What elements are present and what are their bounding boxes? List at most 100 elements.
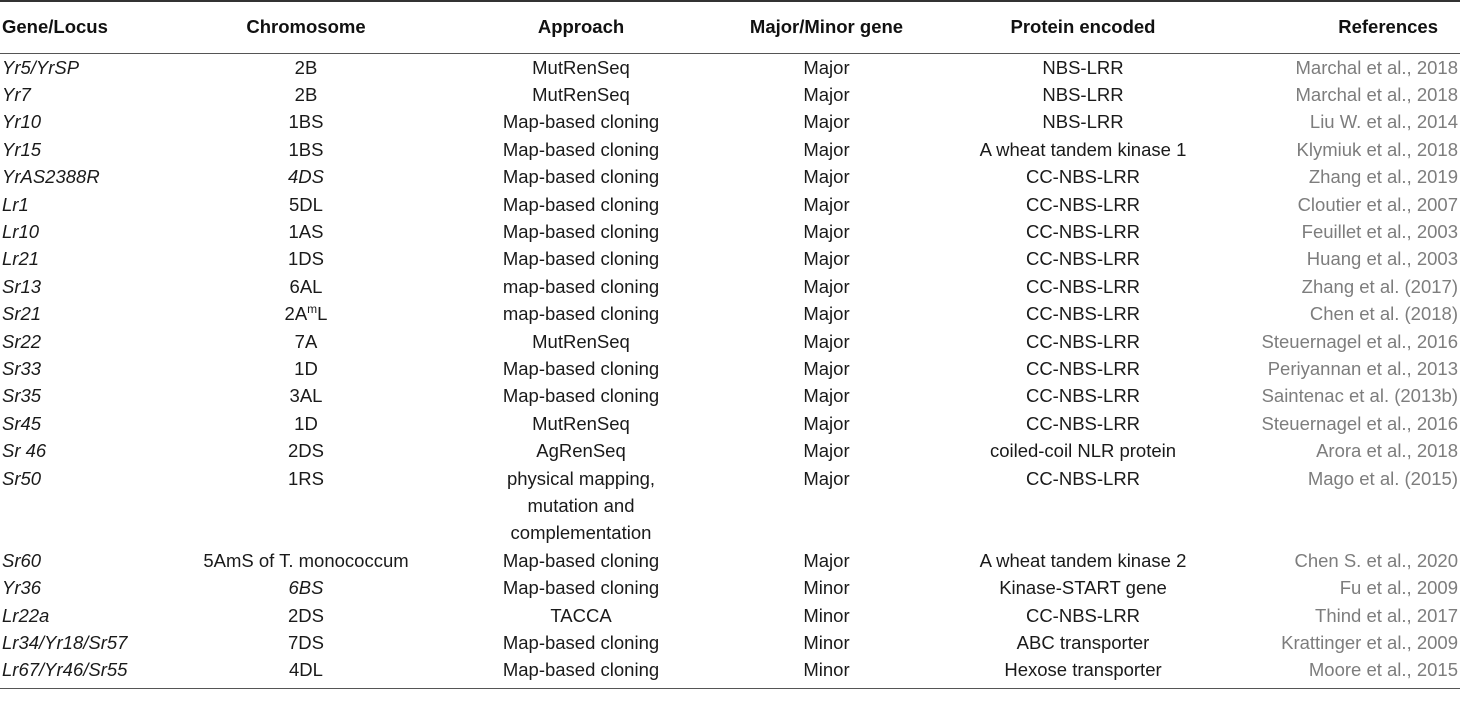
chromosome-cell: 6AL xyxy=(289,275,323,297)
chromosome-cell: 5DL xyxy=(289,193,323,215)
approach-cell: Map-based cloning xyxy=(502,248,660,270)
protein-cell: NBS-LRR xyxy=(1042,56,1124,78)
protein-cell: A wheat tandem kinase 2 xyxy=(979,549,1187,571)
reference-cell: Liu W. et al., 2014 xyxy=(1309,111,1458,133)
type-cell: Major xyxy=(803,248,850,270)
table-row: Sr13 6AL map-based cloning Major CC-NBS-… xyxy=(0,273,1460,300)
table-row: YrAS2388R 4DS Map-based cloning Major CC… xyxy=(0,163,1460,190)
reference-cell: Krattinger et al., 2009 xyxy=(1281,632,1458,654)
table-row: Yr5/YrSP 2B MutRenSeq Major NBS-LRR Marc… xyxy=(0,53,1460,81)
protein-cell: NBS-LRR xyxy=(1042,83,1124,105)
protein-cell: CC-NBS-LRR xyxy=(1025,412,1141,434)
type-cell: Major xyxy=(803,303,850,325)
reference-cell: Saintenac et al. (2013b) xyxy=(1261,385,1458,407)
reference-cell: Marchal et al., 2018 xyxy=(1295,83,1458,105)
chromosome-cell: 1BS xyxy=(288,138,324,160)
protein-cell: Kinase-START gene xyxy=(999,577,1167,599)
protein-cell: CC-NBS-LRR xyxy=(1025,604,1141,626)
approach-cell: map-based cloning xyxy=(502,275,660,297)
protein-cell: A wheat tandem kinase 1 xyxy=(979,138,1187,160)
table-row: Yr10 1BS Map-based cloning Major NBS-LRR… xyxy=(0,108,1460,135)
chromosome-cell: 4DL xyxy=(190,656,422,689)
protein-cell: NBS-LRR xyxy=(1042,111,1124,133)
type-cell: Major xyxy=(803,357,850,379)
chromosome-cell: 1DS xyxy=(288,248,324,270)
type-cell: Minor xyxy=(740,656,913,689)
type-cell: Major xyxy=(803,83,850,105)
protein-cell: CC-NBS-LRR xyxy=(1025,357,1141,379)
chromosome-cell: 3AL xyxy=(289,385,323,407)
chromosome-superscript: m xyxy=(307,302,318,317)
table-row: Sr 46 2DS AgRenSeq Major coiled-coil NLR… xyxy=(0,437,1460,464)
protein-cell: CC-NBS-LRR xyxy=(1025,193,1141,215)
table-header: Gene/Locus Chromosome Approach Major/Min… xyxy=(0,0,1460,54)
approach-cell: TACCA xyxy=(550,604,612,626)
gene-cell: Yr36 xyxy=(2,577,42,599)
reference-cell: Arora et al., 2018 xyxy=(1316,440,1458,462)
protein-cell: CC-NBS-LRR xyxy=(1025,330,1141,352)
header-major-minor: Major/Minor gene xyxy=(740,0,913,54)
chromosome-cell: 2DS xyxy=(288,604,324,626)
chromosome-cell: 6BS xyxy=(288,577,324,599)
gene-cell: Sr45 xyxy=(2,412,42,434)
table-row: Sr50 1RS physical mapping, mutation and … xyxy=(0,465,1460,547)
chromosome-cell: 4DS xyxy=(288,166,324,188)
gene-cell: Sr21 xyxy=(2,303,42,325)
chromosome-cell: 1D xyxy=(294,412,318,434)
reference-cell: Fu et al., 2009 xyxy=(1339,577,1458,599)
table-row: Lr67/Yr46/Sr55 4DL Map-based cloning Min… xyxy=(0,656,1460,689)
type-cell: Major xyxy=(803,138,850,160)
header-references: References xyxy=(1253,0,1460,54)
protein-cell: CC-NBS-LRR xyxy=(1025,248,1141,270)
reference-cell: Moore et al., 2015 xyxy=(1253,656,1460,689)
table-row: Sr35 3AL Map-based cloning Major CC-NBS-… xyxy=(0,382,1460,409)
approach-cell: Map-based cloning xyxy=(502,220,660,242)
approach-cell: MutRenSeq xyxy=(532,330,630,352)
type-cell: Major xyxy=(803,549,850,571)
gene-cell: Lr67/Yr46/Sr55 xyxy=(0,656,190,689)
reference-cell: Chen et al. (2018) xyxy=(1309,303,1458,325)
gene-cell: YrAS2388R xyxy=(2,166,100,188)
approach-cell: Map-based cloning xyxy=(422,656,740,689)
gene-cell: Sr 46 xyxy=(2,440,47,462)
reference-cell: Marchal et al., 2018 xyxy=(1295,56,1458,78)
gene-cell: Yr5/YrSP xyxy=(2,56,80,78)
chromosome-cell: 1D xyxy=(294,357,318,379)
table-row: Sr45 1D MutRenSeq Major CC-NBS-LRR Steue… xyxy=(0,410,1460,437)
type-cell: Major xyxy=(803,330,850,352)
protein-cell: coiled-coil NLR protein xyxy=(989,440,1177,462)
approach-cell: Map-based cloning xyxy=(502,577,660,599)
table-row: Sr21 2AmL map-based cloning Major CC-NBS… xyxy=(0,300,1460,327)
protein-cell: ABC transporter xyxy=(1016,632,1150,654)
approach-line: mutation and xyxy=(527,495,635,516)
reference-cell: Cloutier et al., 2007 xyxy=(1297,193,1458,215)
approach-cell: Map-based cloning xyxy=(502,111,660,133)
approach-cell: Map-based cloning xyxy=(502,193,660,215)
type-cell: Minor xyxy=(803,632,850,654)
type-cell: Major xyxy=(803,111,850,133)
table-row: Sr33 1D Map-based cloning Major CC-NBS-L… xyxy=(0,355,1460,382)
gene-cell: Sr60 xyxy=(2,549,42,571)
header-approach: Approach xyxy=(422,0,740,54)
reference-cell: Mago et al. (2015) xyxy=(1307,467,1458,489)
chromosome-cell: 5AmS of T. monococcum xyxy=(203,549,409,571)
gene-cell: Sr35 xyxy=(2,385,42,407)
header-row: Gene/Locus Chromosome Approach Major/Min… xyxy=(0,0,1460,54)
table-row: Yr7 2B MutRenSeq Major NBS-LRR Marchal e… xyxy=(0,81,1460,108)
protein-cell: CC-NBS-LRR xyxy=(1025,467,1141,489)
approach-line: complementation xyxy=(510,522,652,544)
table-row: Lr34/Yr18/Sr57 7DS Map-based cloning Min… xyxy=(0,629,1460,656)
approach-cell: Map-based cloning xyxy=(502,166,660,188)
approach-cell: AgRenSeq xyxy=(536,440,626,462)
approach-cell: Map-based cloning xyxy=(502,385,660,407)
type-cell: Minor xyxy=(803,604,850,626)
gene-cell: Sr33 xyxy=(2,357,42,379)
table-row: Lr21 1DS Map-based cloning Major CC-NBS-… xyxy=(0,245,1460,272)
gene-cell: Lr21 xyxy=(2,248,40,270)
protein-cell: Hexose transporter xyxy=(913,656,1253,689)
gene-cell: Sr13 xyxy=(2,275,42,297)
reference-cell: Zhang et al., 2019 xyxy=(1308,166,1458,188)
reference-cell: Feuillet et al., 2003 xyxy=(1301,220,1458,242)
chromosome-cell: 2B xyxy=(294,83,318,105)
chromosome-text: 2A xyxy=(284,303,308,325)
